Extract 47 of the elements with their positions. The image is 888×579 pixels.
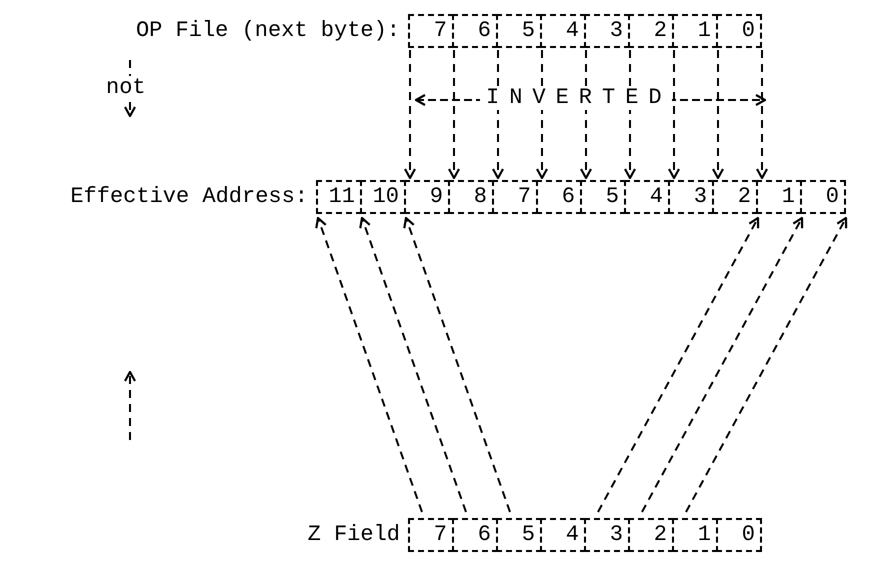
bit-cell: 9 [404, 180, 450, 214]
bit-cell: 4 [540, 14, 586, 48]
dashed-arrow [315, 216, 423, 512]
dashed-arrow [492, 50, 504, 180]
dashed-arrow [624, 50, 636, 180]
bit-cell: 4 [540, 518, 586, 552]
dashed-arrow [404, 50, 416, 180]
register-label: OP File (next byte): [136, 17, 400, 45]
bit-cell: 2 [712, 180, 758, 214]
dashed-arrow [712, 50, 724, 180]
dashed-arrow [685, 216, 848, 512]
bit-cell: 2 [628, 518, 674, 552]
dashed-arrow [668, 50, 680, 180]
dashed-arrow [641, 216, 804, 512]
dashed-arrow [536, 50, 548, 180]
register-label: Effective Address: [70, 183, 308, 211]
dashed-arrow [597, 216, 760, 512]
bit-cell: 1 [672, 14, 718, 48]
bit-cell: 1 [756, 180, 802, 214]
bit-cell: 6 [452, 14, 498, 48]
bit-cell: 7 [408, 14, 454, 48]
bit-cell: 10 [360, 180, 406, 214]
bit-cell: 5 [496, 518, 542, 552]
bit-cell: 0 [716, 14, 762, 48]
dashed-arrow [756, 50, 768, 180]
bit-cell: 3 [668, 180, 714, 214]
bit-cell: 5 [496, 14, 542, 48]
dashed-arrow [580, 50, 592, 180]
bit-cell: 2 [628, 14, 674, 48]
bit-cell: 6 [452, 518, 498, 552]
bit-cell: 4 [624, 180, 670, 214]
bit-cell: 1 [672, 518, 718, 552]
dashed-arrow [359, 216, 467, 512]
bit-cell: 0 [800, 180, 846, 214]
dashed-arrow [448, 50, 460, 180]
bit-cell: 8 [448, 180, 494, 214]
span-label: INVERTED [480, 86, 672, 110]
bit-cell: 7 [492, 180, 538, 214]
bit-cell: 7 [408, 518, 454, 552]
bit-cell: 11 [316, 180, 362, 214]
bit-cell: 5 [580, 180, 626, 214]
register-label: Z Field [308, 521, 400, 549]
dashed-arrow [403, 216, 511, 512]
bit-cell: 0 [716, 518, 762, 552]
bit-cell: 3 [584, 14, 630, 48]
bit-cell: 6 [536, 180, 582, 214]
bit-cell: 3 [584, 518, 630, 552]
